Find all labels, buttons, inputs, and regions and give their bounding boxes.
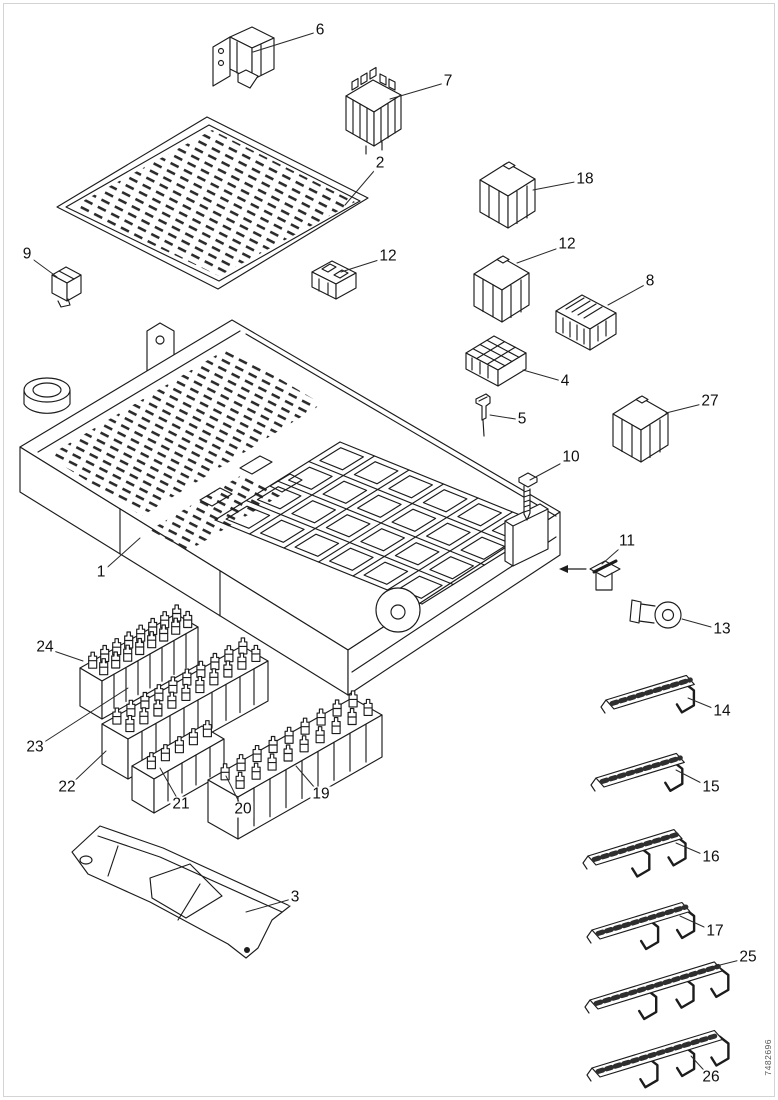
part-14-terminal <box>600 674 696 714</box>
part-13-ring-terminal <box>629 599 682 629</box>
part-4-connector-socket <box>465 335 527 387</box>
part-12-relay <box>473 255 530 323</box>
part-17-terminal <box>586 901 696 951</box>
part-5-terminal-pin <box>475 393 491 437</box>
relay-socket-grid <box>214 441 548 605</box>
part-27-relay <box>612 395 669 463</box>
part-19-20-fuse-block <box>207 690 383 840</box>
part-15-terminal <box>590 752 685 792</box>
part-24-fuse-block <box>79 604 199 720</box>
part-7-relay-finned <box>345 66 402 155</box>
box-front-latch <box>375 587 421 633</box>
fuse-holder-blocks <box>79 604 383 840</box>
terminal-strips <box>582 674 730 1089</box>
box-side-bracket <box>504 503 549 567</box>
insert-arrow-icon <box>559 565 568 573</box>
part-11-retainer-clip <box>559 559 621 591</box>
part-25-terminal <box>584 961 730 1021</box>
part-12-maxi-fuse <box>311 260 357 300</box>
part-26-terminal <box>586 1029 730 1089</box>
part-1-fuse-box-housing <box>19 319 561 696</box>
part-18-relay <box>479 161 536 229</box>
box-rear-boss <box>23 377 71 414</box>
part-21-fuse-block <box>131 720 225 814</box>
part-10-screw <box>518 472 538 521</box>
part-16-terminal <box>582 829 687 878</box>
part-2-circuit-plate <box>56 116 369 290</box>
drawing-number: 7482696 <box>763 1039 773 1076</box>
part-8-connector-housing <box>555 294 617 351</box>
part-9-mini-fuse <box>51 266 82 308</box>
part-3-lower-cover <box>71 825 291 959</box>
part-6-switch-assembly <box>212 26 275 89</box>
